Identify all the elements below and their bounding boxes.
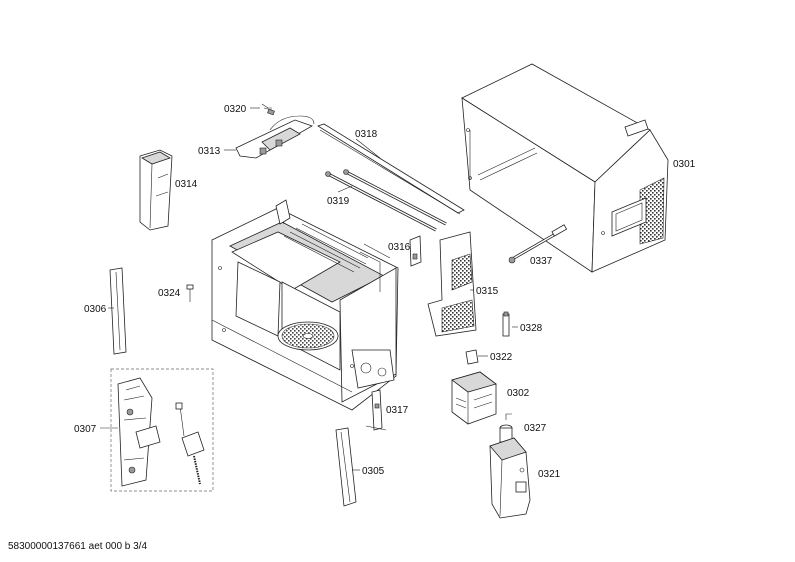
label-0315: 0315	[476, 286, 499, 297]
label-0322: 0322	[490, 352, 513, 363]
label-0307: 0307	[74, 424, 97, 435]
label-0324: 0324	[158, 288, 181, 299]
label-0313: 0313	[198, 146, 221, 157]
part-0321-cover	[489, 437, 531, 519]
part-0320-screw	[250, 103, 275, 116]
part-0302-transformer	[451, 371, 497, 425]
part-cavity-frame	[211, 199, 399, 411]
part-0315-mesh-plate	[427, 231, 477, 337]
label-0316: 0316	[388, 242, 411, 253]
label-0321: 0321	[538, 469, 561, 480]
label-0328: 0328	[520, 323, 543, 334]
part-0317-bracket	[365, 389, 387, 431]
label-0302: 0302	[507, 388, 530, 399]
label-0314: 0314	[175, 179, 198, 190]
label-0319: 0319	[327, 196, 350, 207]
label-0318: 0318	[355, 129, 378, 140]
part-0301-outer-casing	[461, 63, 669, 273]
label-0327: 0327	[524, 423, 547, 434]
part-0305-door-strip	[335, 427, 360, 507]
part-0328-fuse	[502, 311, 518, 337]
part-0337-sensor	[508, 224, 568, 264]
part-labels: 0320 0313 0318 0314 0319 0316 0301 0337 …	[74, 104, 696, 480]
part-0322-diode	[465, 349, 488, 365]
part-0307-latch-assembly	[100, 368, 214, 492]
part-0313-bracket	[224, 115, 315, 159]
part-0314-duct	[139, 149, 173, 231]
part-0324-bolt	[186, 284, 194, 302]
label-0301: 0301	[673, 159, 696, 170]
part-0319-rods	[325, 169, 447, 232]
label-0306: 0306	[84, 304, 107, 315]
part-0316-bracket	[409, 235, 422, 267]
label-0337: 0337	[530, 256, 553, 267]
document-footer-code: 58300000137661 aet 000 b 3/4	[8, 541, 148, 552]
label-0317: 0317	[386, 405, 409, 416]
part-0327-capacitor	[499, 413, 513, 443]
part-0306-side-strip	[108, 267, 127, 355]
part-0318-rail	[317, 123, 465, 215]
label-0320: 0320	[224, 104, 247, 115]
label-0305: 0305	[362, 466, 385, 477]
